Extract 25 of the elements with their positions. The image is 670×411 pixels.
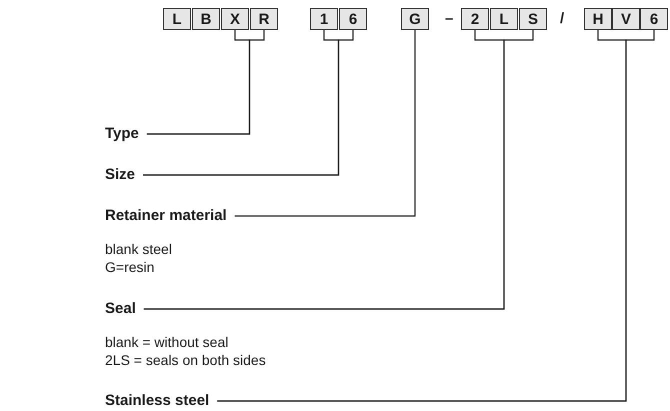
option-text: blank = without seal [105,334,228,351]
code-character-box: 1 [310,8,338,30]
leader-line [234,30,416,217]
code-character-box: L [490,8,518,30]
option-text: G=resin [105,259,154,276]
code-character-box: 2 [461,8,489,30]
field-heading: Size [105,166,136,184]
code-character-box: G [401,8,429,30]
code-character-box: 6 [339,8,367,30]
field-heading: Seal [105,300,136,318]
code-character-box: H [584,8,612,30]
code-character-box: S [519,8,547,30]
code-character-box: L [163,8,191,30]
field-heading: Stainless steel [105,392,210,410]
code-character-box: V [612,8,640,30]
code-character-box: X [221,8,249,30]
option-text: blank steel [105,241,172,258]
code-character-box: R [250,8,278,30]
field-heading: Retainer material [105,207,227,225]
code-character-box: B [192,8,220,30]
code-character-box: 6 [640,8,668,30]
separator-symbol: / [560,9,564,29]
option-text: 2LS = seals on both sides [105,352,266,369]
field-heading: Type [105,125,139,143]
separator-symbol: – [445,9,454,29]
